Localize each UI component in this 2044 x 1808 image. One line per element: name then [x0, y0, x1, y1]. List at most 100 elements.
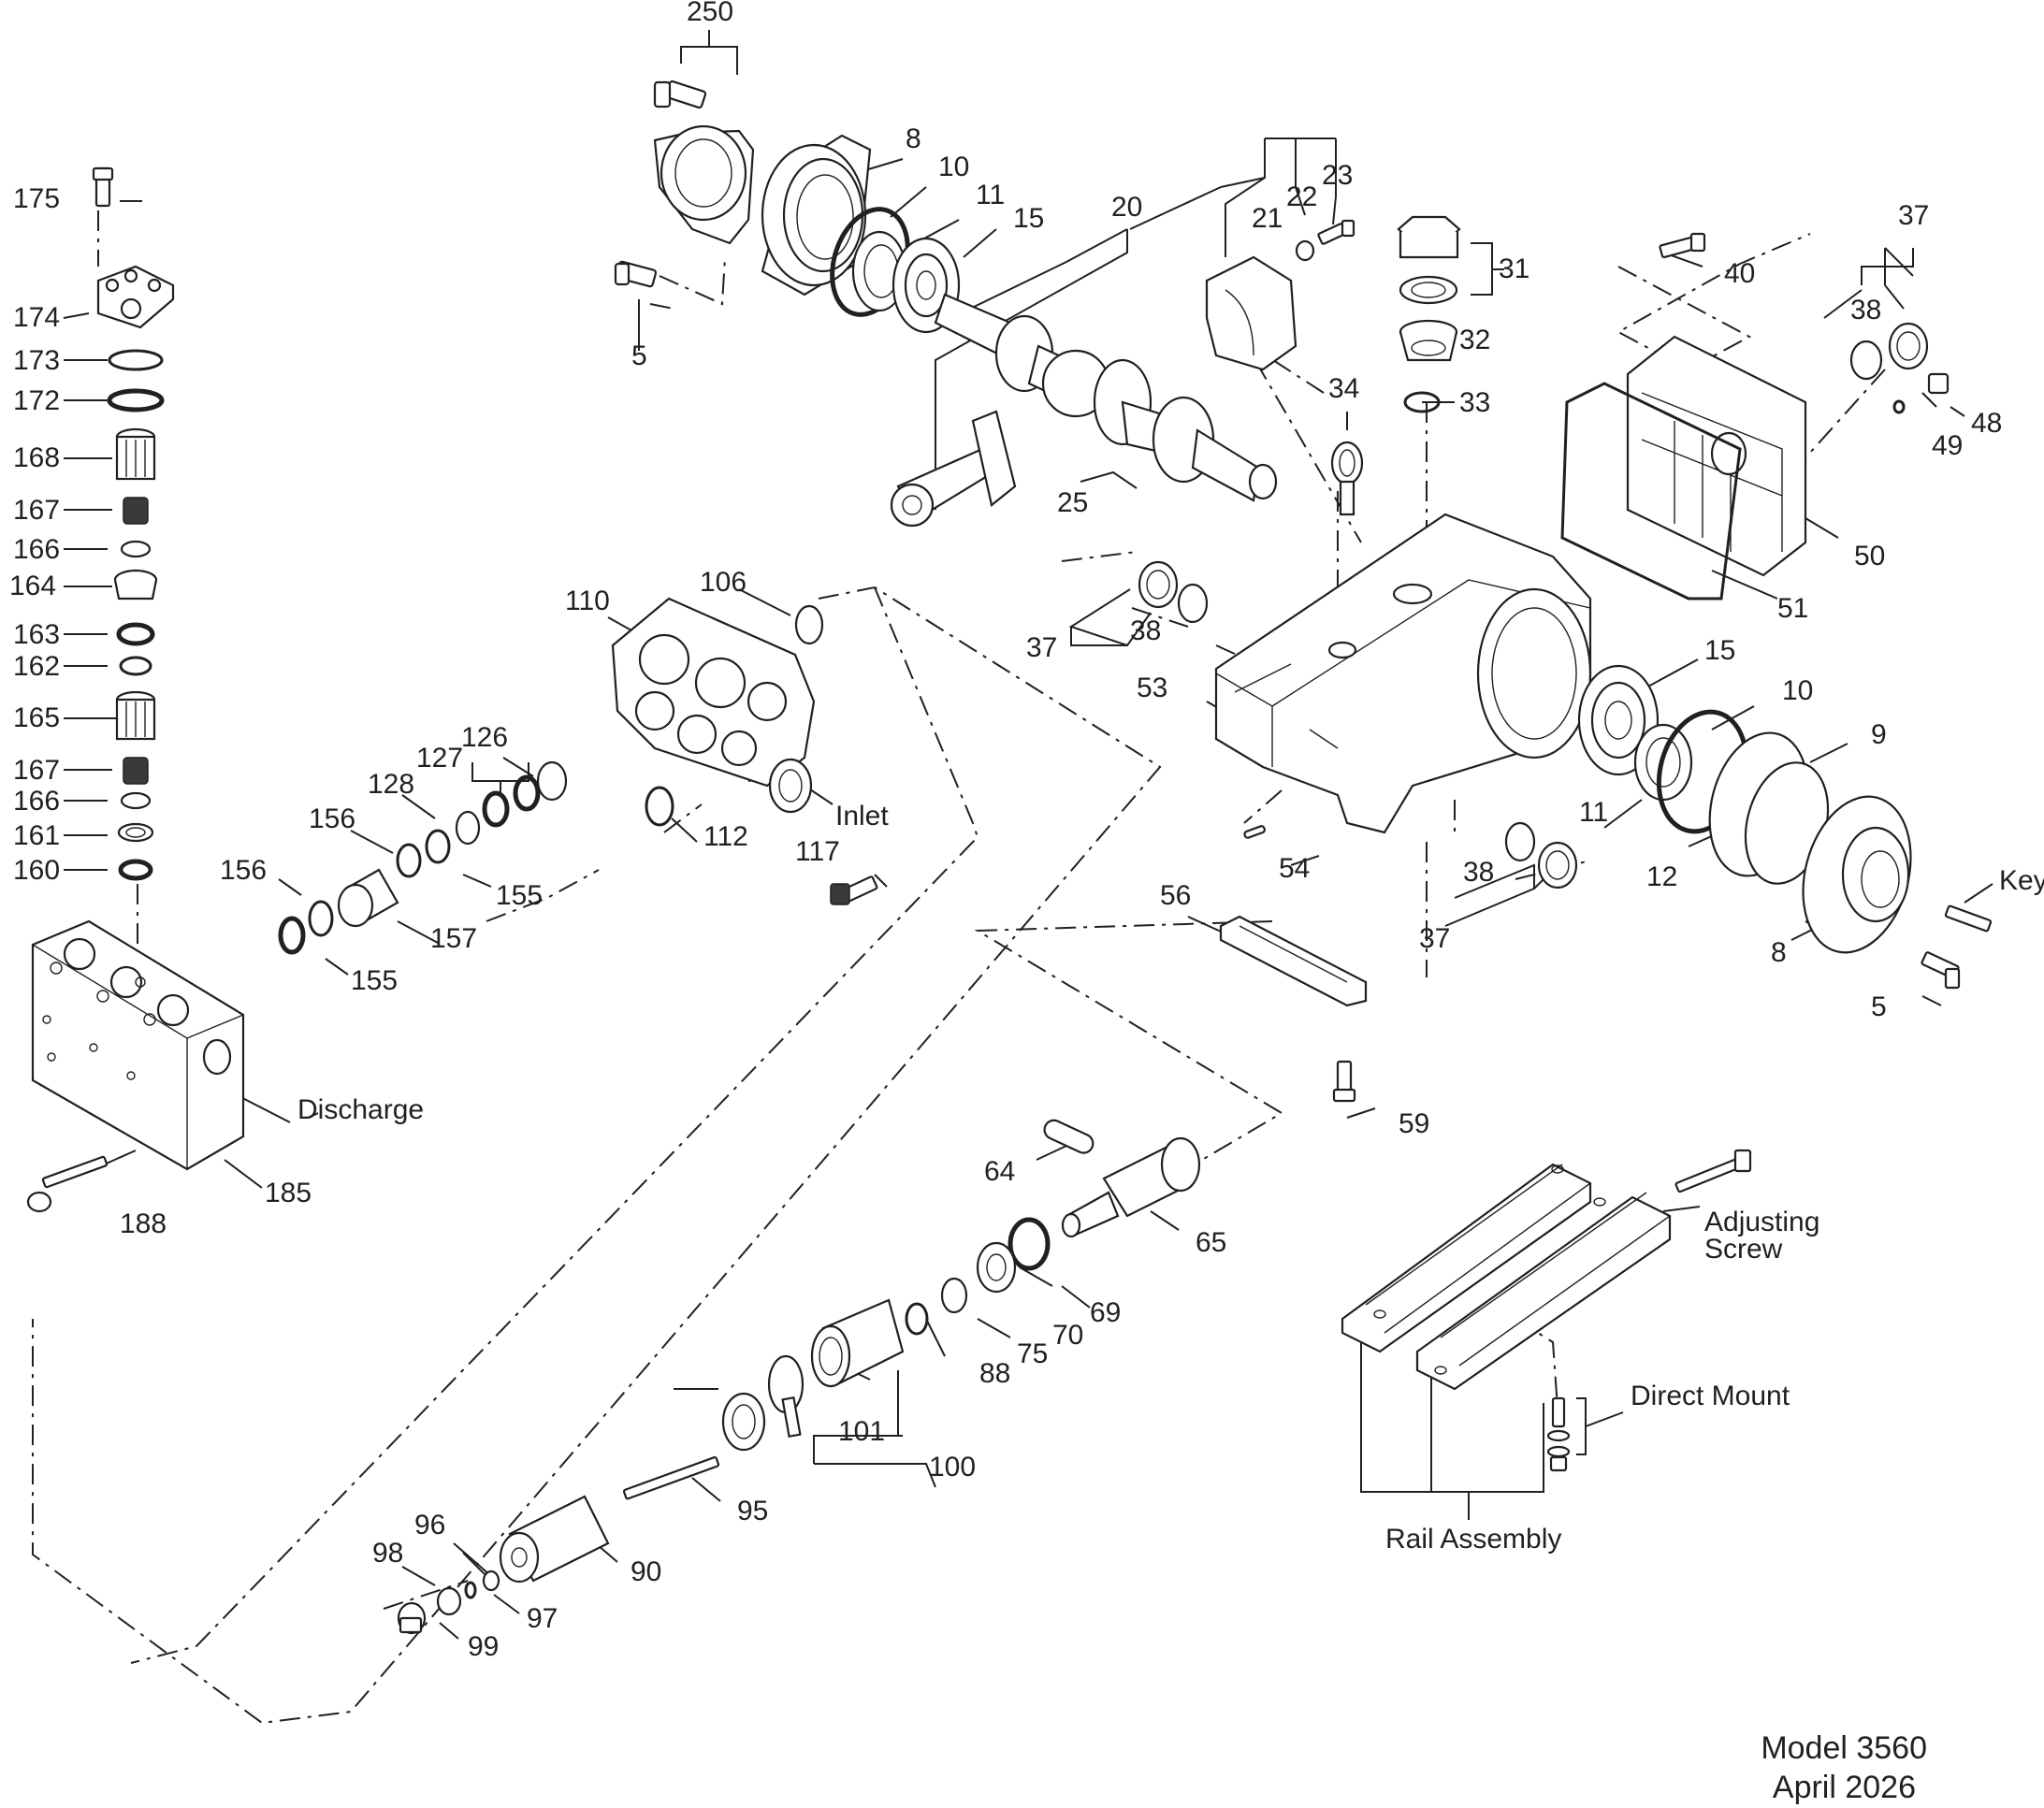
label-185: 185 [265, 1178, 312, 1208]
part-38-oring-top [1849, 340, 1883, 381]
label-48: 48 [1971, 408, 2002, 439]
part-32-plug [1399, 319, 1458, 362]
part-50-rear-cover [1626, 335, 1807, 577]
label-38-mid: 38 [1130, 615, 1161, 646]
label-157: 157 [430, 923, 477, 954]
part-95-stud [622, 1455, 720, 1500]
label-69: 69 [1090, 1297, 1121, 1328]
part-100-sleeve [810, 1298, 905, 1388]
label-70: 70 [1052, 1320, 1083, 1351]
label-22: 22 [1286, 181, 1317, 212]
label-155a: 155 [496, 880, 543, 911]
label-126: 126 [461, 722, 508, 753]
label-15-right: 15 [1704, 635, 1735, 666]
label-34: 34 [1328, 373, 1359, 404]
label-11: 11 [976, 180, 1005, 210]
part-70-seal [976, 1241, 1017, 1294]
label-25: 25 [1057, 487, 1088, 518]
part-37-plug-top [1888, 322, 1929, 370]
label-166a: 166 [13, 534, 60, 565]
part-167-spring-a [123, 497, 149, 525]
part-labels: 250 8 10 11 15 20 21 22 23 5 25 31 32 33… [9, 0, 2044, 1662]
part-99-nut [397, 1601, 427, 1635]
label-5: 5 [631, 340, 647, 371]
label-10-right: 10 [1782, 675, 1813, 706]
part-126-seal [536, 760, 568, 802]
part-161-valve-seat [117, 822, 154, 843]
label-97: 97 [527, 1603, 558, 1634]
part-98-washer [436, 1586, 462, 1616]
label-168: 168 [13, 442, 60, 473]
part-127-ring-b [482, 790, 510, 828]
label-167b: 167 [13, 755, 60, 786]
part-160-oring [118, 859, 153, 881]
part-56-mounting-rail [1219, 915, 1368, 1007]
part-163-oring [116, 622, 155, 646]
label-8: 8 [906, 123, 921, 154]
label-37-mid: 37 [1026, 632, 1057, 663]
part-inlet-port [768, 758, 813, 814]
label-31: 31 [1499, 253, 1529, 284]
label-65: 65 [1196, 1227, 1226, 1258]
part-48-plug [1927, 372, 1950, 395]
part-96-ring [464, 1581, 477, 1599]
part-155-ring [425, 829, 451, 864]
label-100: 100 [929, 1452, 976, 1483]
label-8-right: 8 [1771, 937, 1787, 968]
part-128-ring [455, 810, 481, 846]
part-168-valve-seat [115, 427, 156, 481]
label-172: 172 [13, 385, 60, 416]
label-21: 21 [1252, 203, 1283, 234]
part-53-crankcase [1214, 513, 1592, 834]
part-49-oring [1892, 399, 1906, 414]
part-rail-assembly [1341, 1163, 1672, 1391]
label-95: 95 [737, 1496, 768, 1526]
label-188: 188 [120, 1208, 167, 1239]
label-160: 160 [13, 855, 60, 886]
part-166-disc-b [120, 791, 152, 810]
label-38: 38 [1850, 295, 1881, 325]
part-59-bolt [1332, 1060, 1356, 1103]
label-37: 37 [1898, 200, 1929, 231]
part-65-crosshead [1061, 1136, 1201, 1238]
label-15: 15 [1013, 203, 1044, 234]
part-164-valve-seat [113, 569, 158, 600]
label-32: 32 [1459, 325, 1490, 355]
part-188-bolt [26, 1155, 109, 1213]
part-106-washer [794, 604, 824, 645]
label-75: 75 [1017, 1338, 1048, 1369]
part-157-sleeve [337, 868, 399, 928]
label-156a: 156 [309, 803, 355, 834]
part-101-retainer [767, 1354, 805, 1439]
part-155-ring-lower [278, 916, 306, 955]
label-40: 40 [1724, 258, 1755, 289]
label-163: 163 [13, 619, 60, 650]
label-12: 12 [1646, 861, 1677, 892]
part-5-bolt-top [614, 260, 658, 288]
label-key: Key [1999, 865, 2044, 896]
label-88: 88 [979, 1358, 1010, 1389]
label-98: 98 [372, 1538, 403, 1569]
part-165-valve-cage [115, 690, 156, 741]
part-8-flange-right [1802, 795, 1912, 954]
label-59: 59 [1399, 1108, 1429, 1139]
label-51: 51 [1777, 593, 1808, 624]
part-127-ring-a [513, 774, 541, 812]
part-64-wrist-pin [1043, 1119, 1094, 1154]
part-40-bolt [1659, 232, 1706, 259]
label-155b: 155 [351, 965, 398, 996]
label-9: 9 [1871, 719, 1887, 750]
label-adjusting-screw-line2: Screw [1704, 1234, 1783, 1265]
part-162-oring [119, 656, 152, 676]
label-175: 175 [13, 183, 60, 214]
label-discharge: Discharge [297, 1094, 424, 1125]
label-23: 23 [1322, 160, 1353, 191]
label-49: 49 [1932, 430, 1963, 461]
part-8-flange-top [761, 134, 872, 297]
part-34-eye-bolt [1330, 441, 1364, 516]
part-54-pin [1243, 825, 1266, 839]
label-direct-mount: Direct Mount [1631, 1381, 1790, 1411]
part-69-oring [1008, 1217, 1051, 1271]
part-25-crankshaft [934, 293, 1278, 502]
